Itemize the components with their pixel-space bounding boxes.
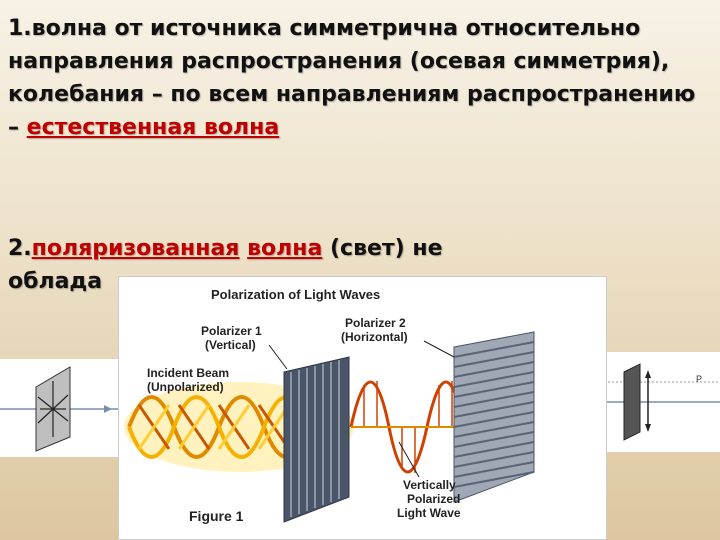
incident-beam	[127, 395, 311, 459]
point-2-body-b: облада	[8, 269, 103, 294]
polarizer-2-label: Polarizer 2	[345, 316, 406, 330]
figure-title: Polarization of Light Waves	[211, 287, 380, 302]
point-2-text: 2.поляризованная волна (свет) не облада	[8, 232, 710, 298]
polarizer-1	[283, 356, 350, 523]
polarization-figure: Polarization of Light Waves	[118, 276, 607, 540]
point-1-body: волна от источника симметрична относител…	[8, 16, 696, 140]
p-label: P	[696, 374, 702, 384]
incident-label: Incident Beam	[147, 366, 229, 380]
polarizer-2	[453, 331, 535, 503]
vertical-label-1: Vertically	[403, 478, 456, 492]
vertical-label-2: Polarized	[407, 492, 460, 506]
polarizer-1-label: Polarizer 1	[201, 324, 262, 338]
polarizer-2-sub: (Horizontal)	[341, 330, 408, 344]
vertical-label-3: Light Wave	[397, 506, 461, 520]
polarized-wave-figure: P	[604, 352, 720, 452]
polarization-arrows	[37, 381, 69, 437]
natural-wave-term: естественная волна	[26, 115, 280, 140]
point-1-text: 1.волна от источника симметрична относит…	[8, 12, 710, 144]
polarizer-1-sub: (Vertical)	[205, 338, 256, 352]
polarized-wave	[349, 380, 469, 474]
point-2-body-a: (свет) не	[329, 236, 443, 261]
incident-sub: (Unpolarized)	[147, 380, 224, 394]
figure-caption: Figure 1	[189, 508, 244, 524]
polarized-term: поляризованная	[31, 236, 240, 261]
natural-wave-figure	[0, 359, 118, 457]
wave-term: волна	[247, 236, 323, 261]
point-2-number: 2.	[8, 236, 32, 261]
point-1-number: 1.	[8, 16, 32, 41]
